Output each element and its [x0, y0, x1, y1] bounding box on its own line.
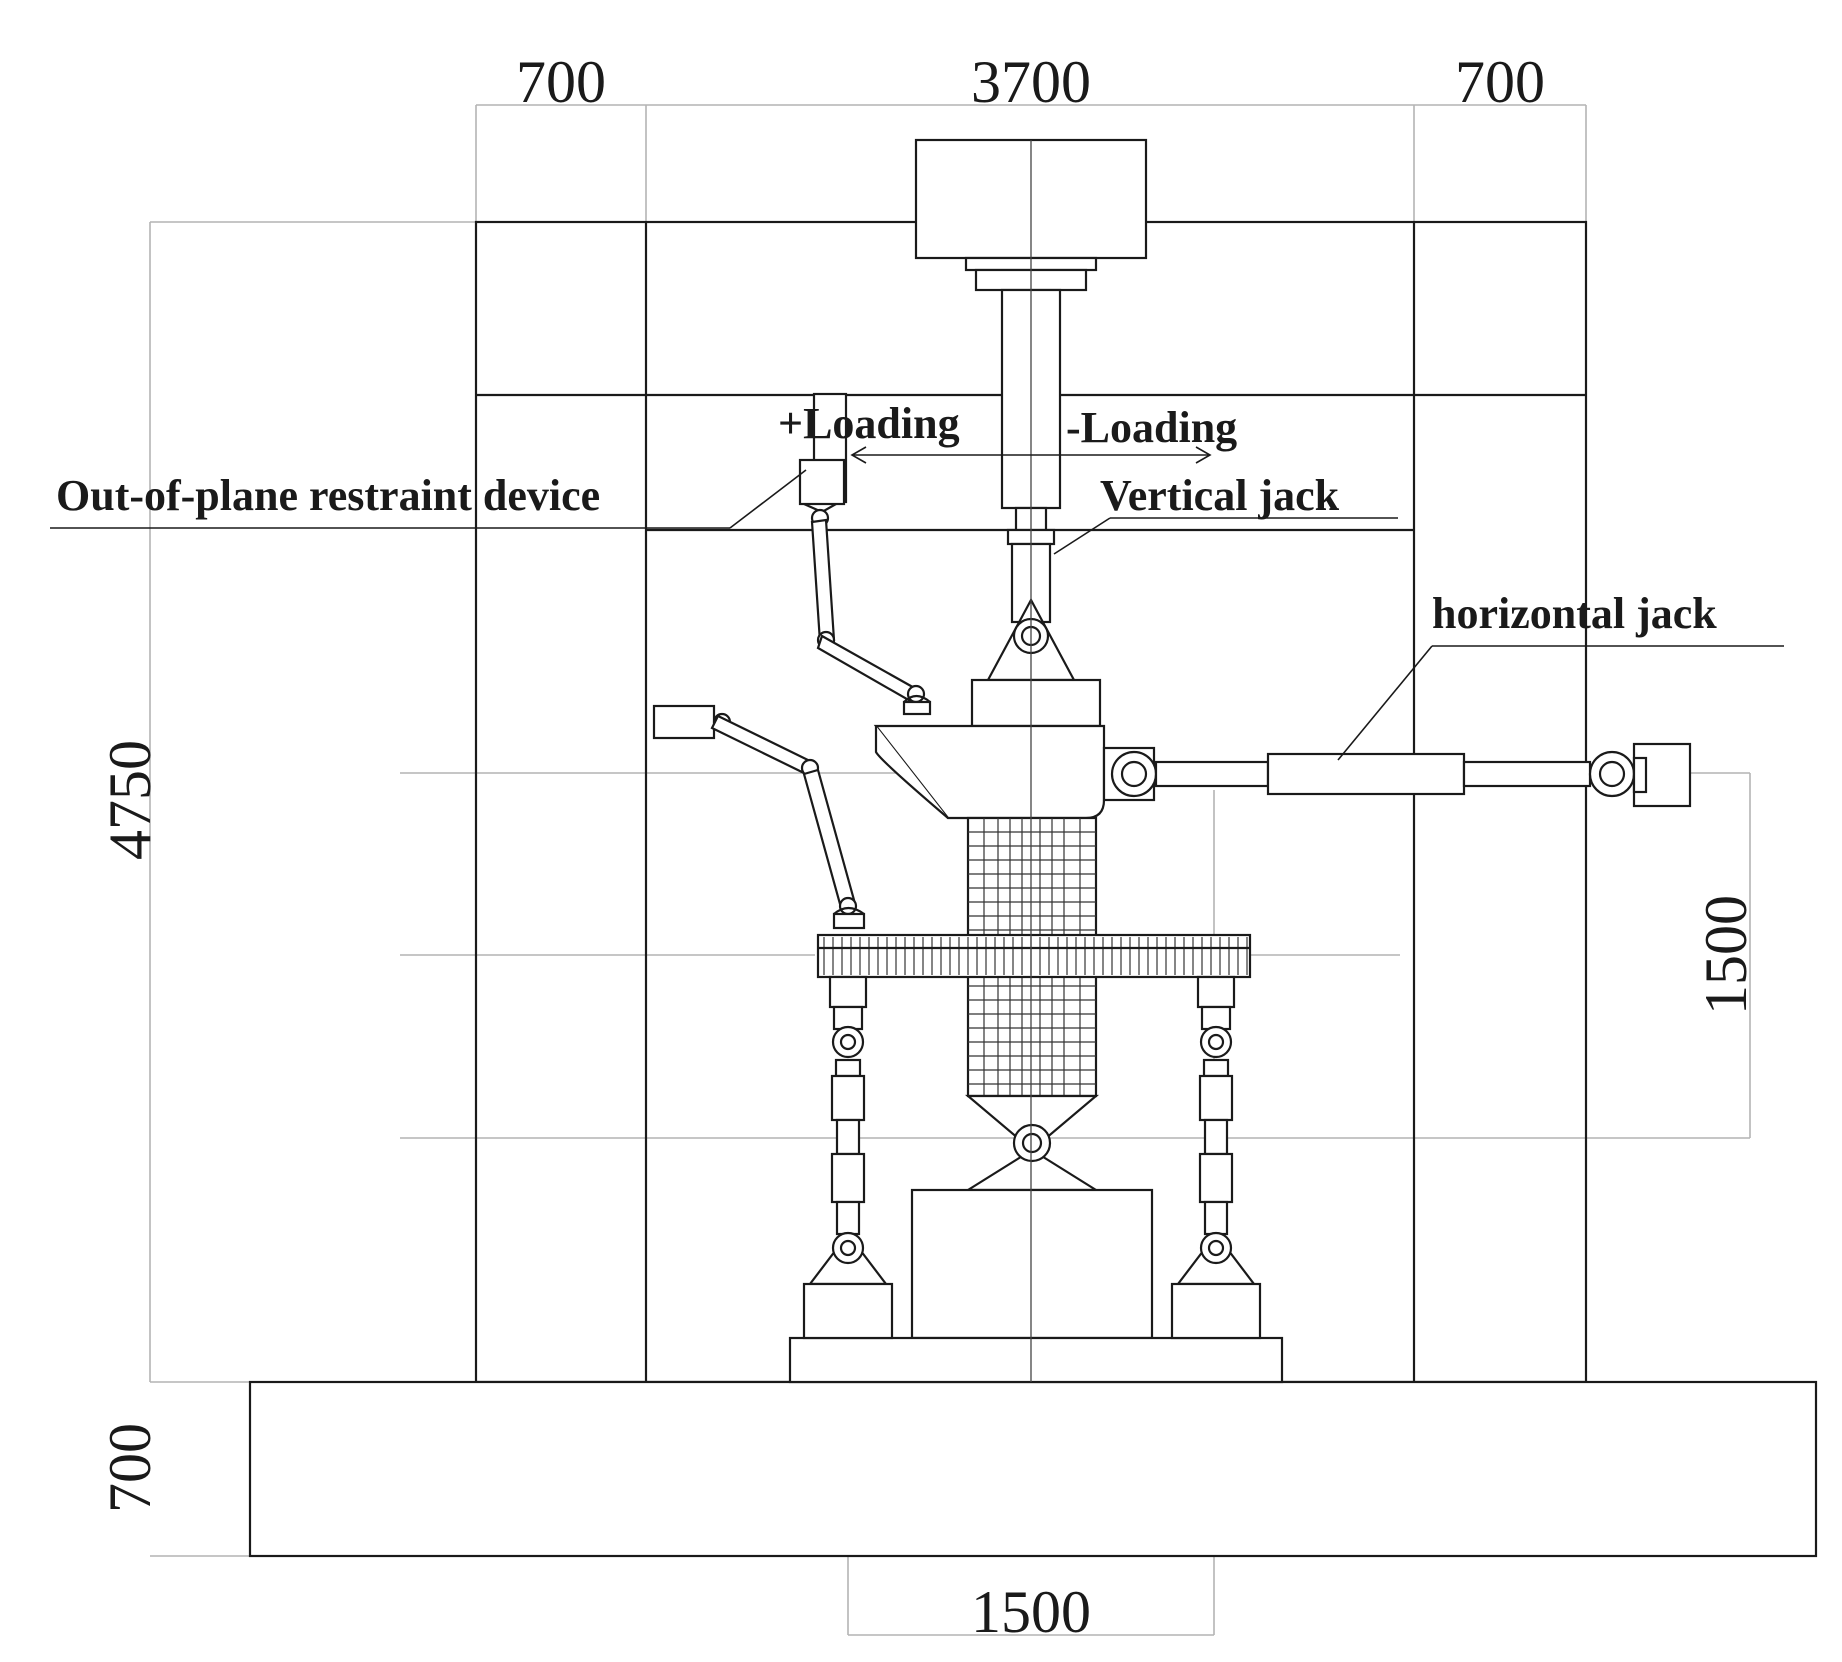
horizontal-jack: [1110, 742, 1692, 808]
support-leg-left: [802, 975, 894, 1340]
label-out-of-plane-restraint: Out-of-plane restraint device: [56, 471, 600, 520]
dim-center-span: 3700: [971, 49, 1091, 115]
dim-support-span: 1500: [971, 1579, 1091, 1645]
dim-right-column: 700: [1455, 49, 1545, 115]
dim-specimen-height: 1500: [1693, 895, 1759, 1015]
bottom-pin: [788, 1094, 1284, 1384]
out-of-plane-restraint-device: [652, 392, 932, 930]
dim-left-column: 700: [516, 49, 606, 115]
dim-base-height: 700: [97, 1423, 163, 1513]
base-slab: [248, 1380, 1818, 1558]
loading-head: [873, 678, 1156, 820]
label-minus-loading: -Loading: [1066, 403, 1237, 452]
loading-arrow: [850, 446, 1212, 464]
support-leg-right: [1170, 975, 1262, 1340]
dim-total-height: 4750: [97, 740, 163, 860]
label-plus-loading: +Loading: [778, 399, 960, 448]
label-vertical-jack: Vertical jack: [1100, 471, 1340, 520]
restraint-beam: [816, 933, 1252, 979]
leader-lines: [50, 469, 1784, 761]
label-horizontal-jack: horizontal jack: [1432, 589, 1717, 638]
